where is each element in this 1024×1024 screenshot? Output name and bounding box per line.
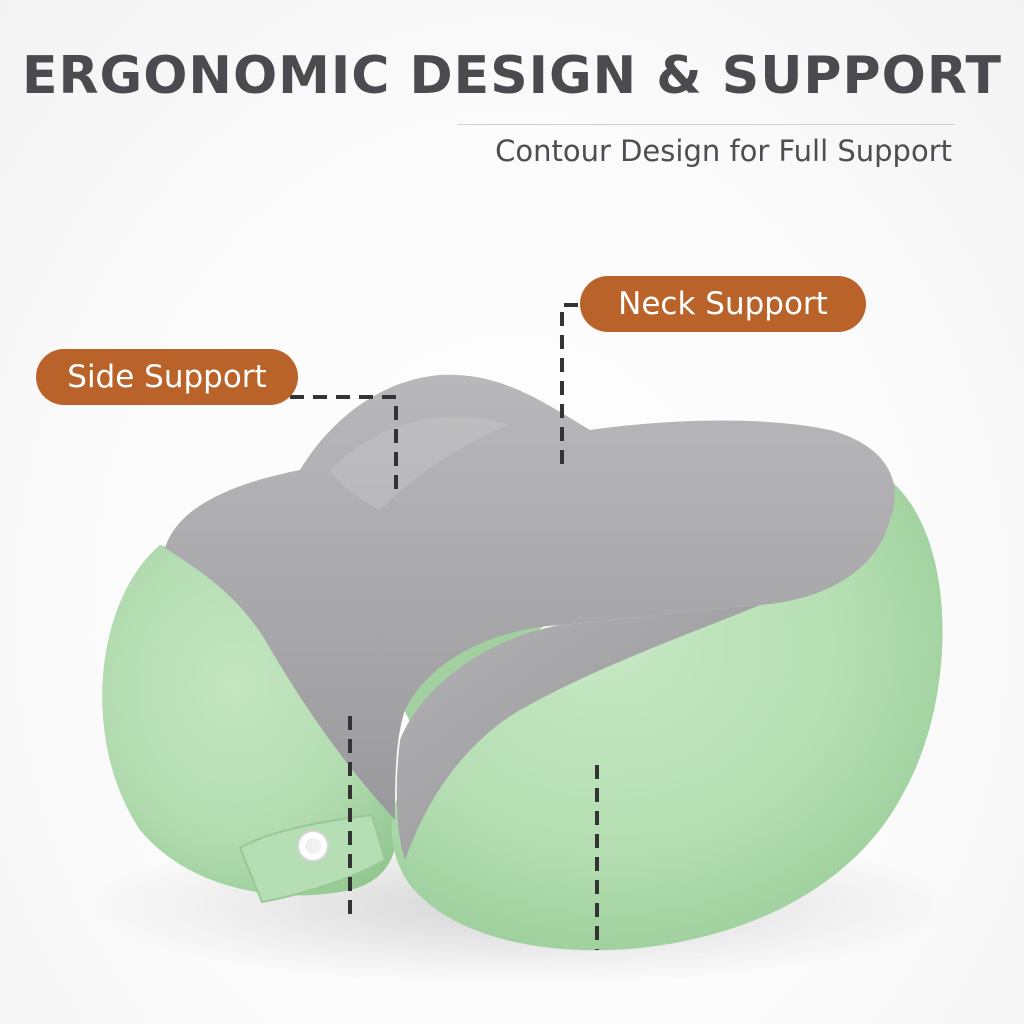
page-title: ERGONOMIC DESIGN & SUPPORT	[21, 46, 1003, 106]
side-support-guide-line	[290, 395, 398, 495]
side-support-label: Side Support	[36, 349, 298, 405]
title-divider	[458, 124, 955, 125]
snap-button-icon	[297, 830, 329, 862]
gray-inner-band	[396, 605, 760, 860]
neck-support-label: Neck Support	[580, 276, 866, 332]
page-subtitle: Contour Design for Full Support	[495, 134, 952, 168]
guide-lines	[290, 303, 599, 950]
neck-support-guide-line	[560, 303, 578, 470]
left-green-lobe	[102, 545, 397, 896]
gray-highlight	[330, 416, 510, 510]
right-green-lobe	[391, 480, 943, 951]
